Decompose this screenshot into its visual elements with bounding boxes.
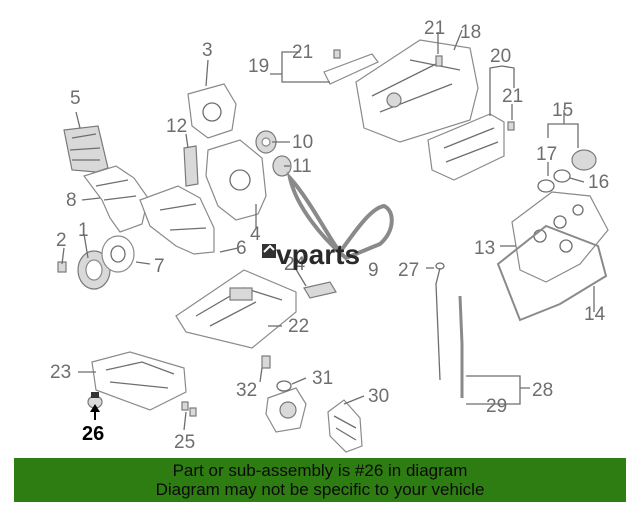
label-24: 24 xyxy=(284,254,306,275)
label-5: 5 xyxy=(70,88,81,109)
label-31: 31 xyxy=(312,368,333,389)
label-23: 23 xyxy=(50,362,71,383)
label-14: 14 xyxy=(584,304,606,325)
bolts-25 xyxy=(181,401,197,417)
tensioner-pulley xyxy=(272,155,292,177)
screw-21-top xyxy=(435,55,443,67)
label-17: 17 xyxy=(536,144,557,165)
label-27: 27 xyxy=(398,260,419,281)
intake-duct xyxy=(323,53,379,85)
banner-line-2: Diagram may not be specific to your vehi… xyxy=(155,480,485,499)
screw-21-right xyxy=(507,121,515,131)
gasket-31 xyxy=(276,380,292,392)
oil-pump-bolt-32 xyxy=(261,355,271,369)
label-2: 2 xyxy=(56,230,67,251)
valve-cover xyxy=(511,191,609,283)
rear-timing-cover xyxy=(83,165,149,233)
upper-timing-cover xyxy=(63,125,109,173)
timing-belt xyxy=(286,171,394,261)
crankshaft-pulley xyxy=(77,250,111,290)
label-7: 7 xyxy=(154,256,165,277)
label-13: 13 xyxy=(474,238,495,259)
label-29: 29 xyxy=(486,396,507,417)
label-10: 10 xyxy=(292,132,313,153)
label-20: 20 xyxy=(490,46,511,67)
info-banner: Part or sub-assembly is #26 in diagram D… xyxy=(14,458,626,502)
label-3: 3 xyxy=(202,40,213,61)
oil-filler-cap xyxy=(571,149,597,171)
label-21-right: 21 xyxy=(502,86,523,107)
label-30: 30 xyxy=(368,386,389,407)
cap-gasket xyxy=(537,179,555,193)
timing-cover-center xyxy=(205,139,267,221)
oil-filter-housing xyxy=(265,387,307,433)
banner-line-1: Part or sub-assembly is #26 in diagram xyxy=(172,461,468,480)
timing-belt-cover-lower xyxy=(139,185,215,255)
bracket-12 xyxy=(183,145,199,187)
engine-exploded-diagram: 5 3 12 10 11 8 1 2 4 6 7 9 19 21 21 18 2… xyxy=(50,18,609,453)
oil-filter xyxy=(327,399,363,453)
dipstick-tube xyxy=(458,295,464,398)
label-11: 11 xyxy=(292,156,312,177)
dipstick xyxy=(435,262,445,381)
label-15: 15 xyxy=(552,100,573,121)
watermark-text: vparts xyxy=(276,239,360,270)
cap-seal-ring xyxy=(553,169,571,183)
crank-sprocket xyxy=(101,235,135,273)
camshaft-cover xyxy=(187,83,237,139)
label-6: 6 xyxy=(236,238,247,259)
callout-labels: 5 3 12 10 11 8 1 2 4 6 7 9 19 21 21 18 2… xyxy=(50,18,609,453)
leader-arrow-26 xyxy=(90,404,100,420)
label-12: 12 xyxy=(166,116,187,137)
label-16: 16 xyxy=(588,172,609,193)
leader-lines xyxy=(61,29,595,431)
label-18: 18 xyxy=(460,22,481,43)
label-28: 28 xyxy=(532,380,553,401)
vparts-watermark: vparts xyxy=(262,239,360,270)
oil-strainer xyxy=(303,281,337,299)
label-4: 4 xyxy=(250,224,261,245)
label-25: 25 xyxy=(174,432,195,453)
upper-engine-cover xyxy=(355,39,479,143)
screw-21-left xyxy=(333,49,341,59)
label-22: 22 xyxy=(288,316,309,337)
label-32: 32 xyxy=(236,380,257,401)
valve-cover-gasket xyxy=(496,224,608,322)
label-21-top: 21 xyxy=(424,18,445,39)
label-19: 19 xyxy=(248,56,269,77)
lower-oil-pan xyxy=(91,351,187,411)
label-1: 1 xyxy=(78,220,89,241)
oil-pan xyxy=(175,269,297,349)
label-26-highlighted: 26 xyxy=(82,423,104,445)
label-9: 9 xyxy=(368,260,379,281)
label-21-left: 21 xyxy=(292,42,313,63)
label-8: 8 xyxy=(66,190,77,211)
